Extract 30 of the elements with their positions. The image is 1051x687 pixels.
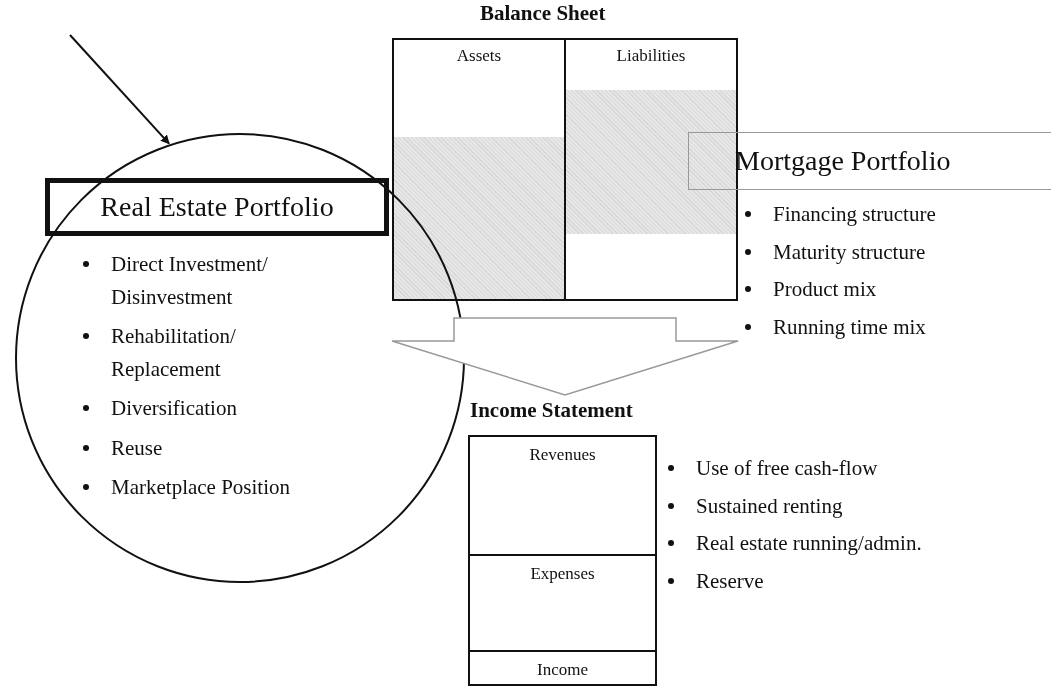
column-heading: Liabilities <box>615 46 687 66</box>
column-heading: Assets <box>455 46 503 66</box>
diagram-heading: Balance Sheet <box>479 1 607 26</box>
balance-sheet-table <box>392 38 738 301</box>
bullet-text: Use of free cash-flow <box>696 455 879 482</box>
bullet-text: Marketplace Position <box>111 474 292 502</box>
shaded-area <box>566 90 736 234</box>
bullet-text: Reserve <box>696 567 765 595</box>
box-title: Mortgage Portfolio <box>735 145 951 177</box>
bullet-text: Maturity structure <box>773 238 927 266</box>
arrow <box>69 34 171 145</box>
bullet-text: Product mix <box>773 276 878 304</box>
bullet-text: Real estate running/admin. <box>696 530 923 558</box>
row-heading: Income <box>537 660 588 680</box>
bullet-text: Diversification <box>111 395 238 423</box>
title-box <box>688 132 1051 190</box>
box-title: Real Estate Portfolio <box>100 191 334 223</box>
shaded-area <box>394 137 564 299</box>
bullet-text: Direct Investment/ Disinvestment <box>111 251 269 311</box>
bullet-text: Running time mix <box>773 313 927 341</box>
row-heading: Revenues <box>529 445 596 465</box>
table-column <box>564 40 736 299</box>
diagram-heading: Income Statement <box>469 398 634 423</box>
statement-table <box>468 435 657 686</box>
block-arrow <box>391 317 739 396</box>
bullet-text: Sustained renting <box>696 492 844 520</box>
bullet-text: Reuse <box>111 434 164 462</box>
bullet-text: Rehabilitation/ Replacement <box>111 323 237 383</box>
bullet-text: Financing structure <box>773 201 937 228</box>
row-heading: Expenses <box>530 564 595 584</box>
